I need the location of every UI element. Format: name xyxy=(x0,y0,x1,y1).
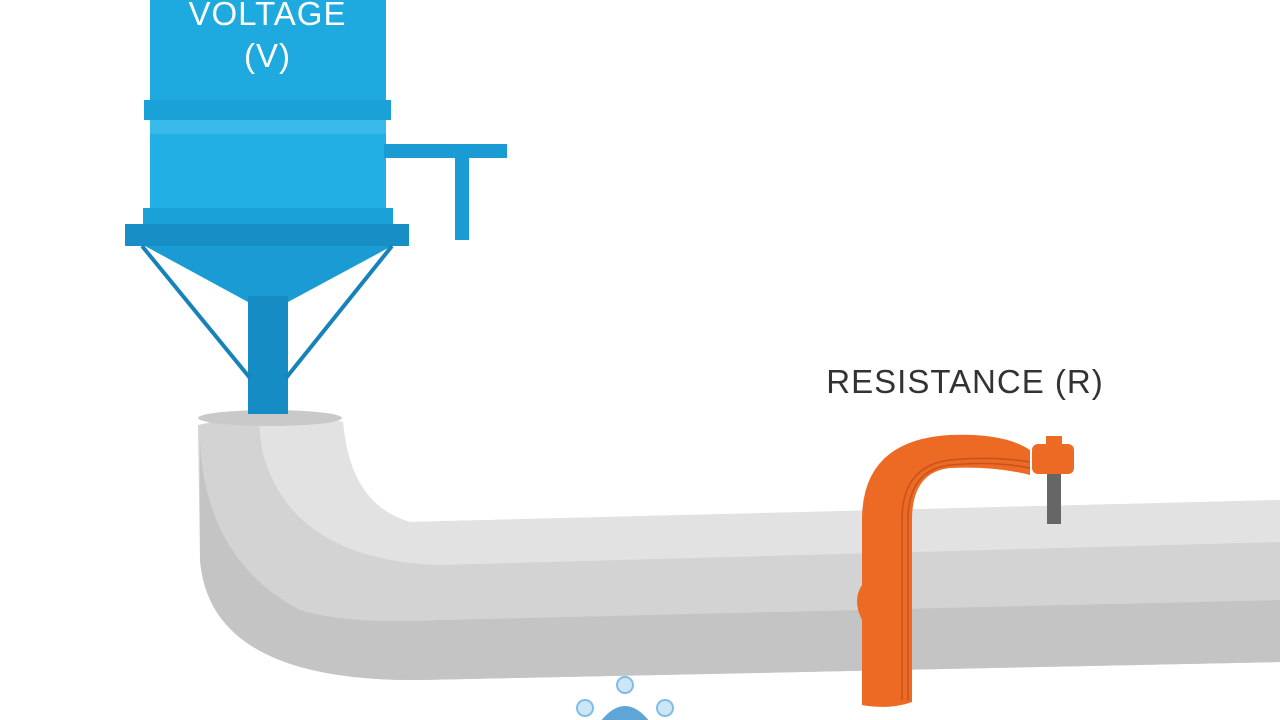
bubble-top xyxy=(616,676,634,694)
tank-base-plate xyxy=(125,224,409,246)
tank-side-bracket-arm xyxy=(384,144,507,158)
tank-upper-band xyxy=(144,100,391,120)
bubble-left xyxy=(576,699,594,717)
tank-side-bracket-leg xyxy=(455,150,469,240)
water-tank xyxy=(125,0,507,414)
tank-middle-body xyxy=(150,120,386,210)
resistance-clamp xyxy=(857,434,1074,707)
clamp-grooves xyxy=(901,457,1031,700)
tank-funnel xyxy=(145,246,392,302)
pipe-opening xyxy=(198,410,342,426)
pipe-shade xyxy=(200,440,1280,681)
tank-middle-shine xyxy=(150,120,386,134)
voltage-title: VOLTAGE xyxy=(188,0,347,32)
pipe-highlight xyxy=(258,413,1280,565)
water-drop xyxy=(601,706,649,720)
water-pipe xyxy=(198,410,1280,681)
clamp-screw-head xyxy=(1032,444,1074,474)
water-drop-bubbles xyxy=(576,676,674,720)
clamp-frame xyxy=(857,434,1030,707)
tank-left-strut xyxy=(140,244,252,380)
resistance-label: RESISTANCE (R) xyxy=(826,363,1104,400)
voltage-symbol: (V) xyxy=(244,37,291,74)
clamp-screw-cap xyxy=(1046,436,1062,446)
clamp-screw-shaft xyxy=(1047,474,1061,524)
bubble-right xyxy=(656,699,674,717)
tank-upper-body xyxy=(150,0,386,100)
tank-right-strut xyxy=(284,244,394,380)
tank-spout xyxy=(248,296,288,414)
tank-lower-band xyxy=(143,208,393,226)
